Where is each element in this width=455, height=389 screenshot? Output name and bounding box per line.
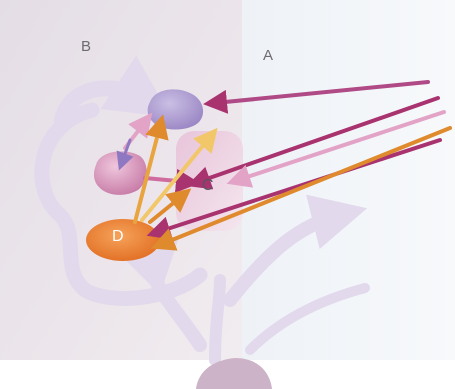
node-label-c: C [202, 177, 214, 195]
node-left [94, 151, 147, 195]
flow-arrow-bottom-stem [215, 280, 220, 360]
node-label-d: D [112, 228, 124, 246]
region-label-a: A [263, 47, 273, 64]
region-label-b: B [81, 38, 91, 55]
